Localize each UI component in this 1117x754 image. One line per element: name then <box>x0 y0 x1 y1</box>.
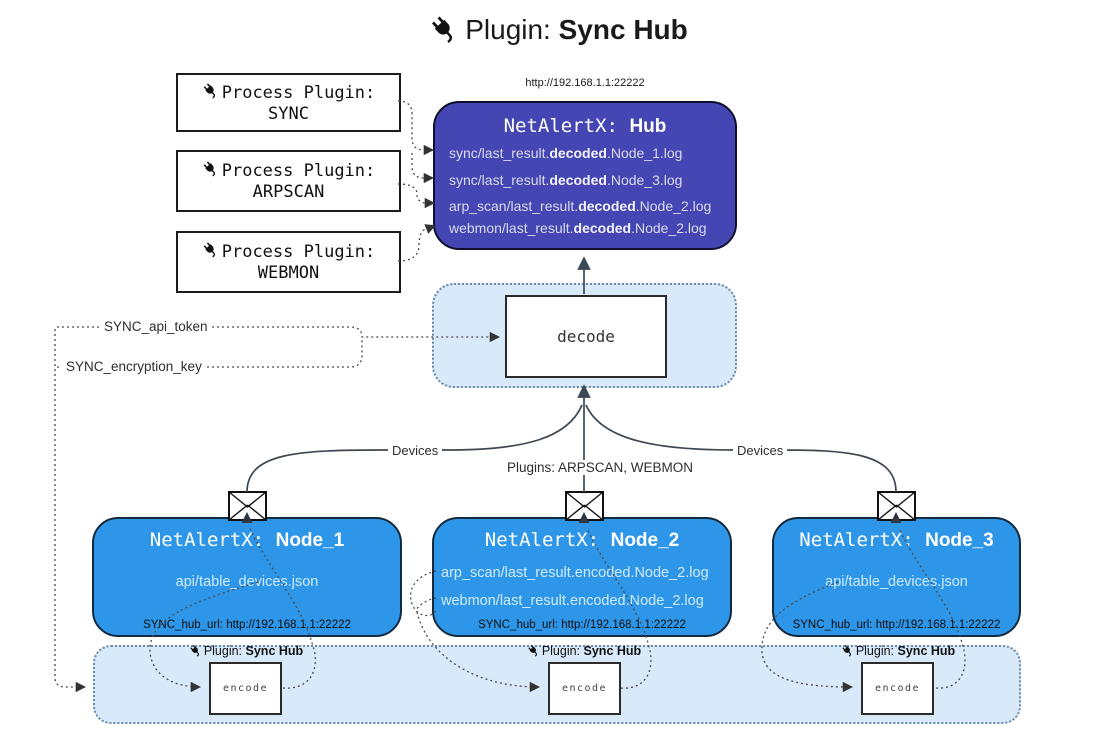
encode-box: encode <box>209 662 282 715</box>
band-plugin-label: Plugin: Sync Hub <box>818 644 978 660</box>
envelope-icon <box>565 491 604 521</box>
process-plugin-name: ARPSCAN <box>252 182 325 202</box>
envelope-icon <box>228 491 267 521</box>
hub-url-label: http://192.168.1.1:22222 <box>525 77 645 89</box>
node-title: NetAlertX: Node_2 <box>484 529 680 551</box>
plug-icon <box>429 14 459 51</box>
hub-log-line: webmon/last_result.decoded.Node_2.log <box>449 220 707 236</box>
node-file-line: webmon/last_result.encoded.Node_2.log <box>441 593 704 609</box>
process-plugin-label: Process Plugin: <box>221 161 376 181</box>
hub-log-line: arp_scan/last_result.decoded.Node_2.log <box>449 198 712 214</box>
process-plugin-label: Process Plugin: <box>221 82 376 103</box>
hub-log-line: sync/last_result.decoded.Node_3.log <box>449 172 683 188</box>
plug-icon <box>841 644 854 660</box>
process-plugin-name: WEBMON <box>257 263 320 283</box>
process-plugin-box-webmon: Process Plugin: WEBMON <box>176 231 401 293</box>
node-box-node2: NetAlertX: Node_2 arp_scan/last_result.e… <box>432 517 732 637</box>
encode-box: encode <box>861 662 934 715</box>
node-hub-url: SYNC_hub_url: http://192.168.1.1:22222 <box>792 619 1001 631</box>
plug-icon <box>527 644 540 660</box>
edge-label-devices-right: Devices <box>733 443 788 458</box>
process-plugin-label: Process Plugin: <box>221 242 376 262</box>
hub-title: NetAlertX: Hub <box>435 115 735 138</box>
plug-icon <box>189 644 202 660</box>
process-plugin-name: SYNC <box>268 103 309 124</box>
edge-label-plugins: Plugins: ARPSCAN, WEBMON <box>503 460 698 475</box>
plug-icon <box>202 241 219 263</box>
envelope-icon <box>877 491 916 521</box>
encode-box: encode <box>548 662 621 715</box>
node-box-node1: NetAlertX: Node_1 api/table_devices.json… <box>92 517 402 637</box>
plug-icon <box>202 82 219 104</box>
sync-api-token-label: SYNC_api_token <box>100 319 212 334</box>
process-plugin-box-sync: Process Plugin: SYNC <box>176 73 401 132</box>
node-title: NetAlertX: Node_3 <box>799 529 994 551</box>
hub-log-line: sync/last_result.decoded.Node_1.log <box>449 145 683 161</box>
process-plugin-box-arpscan: Process Plugin: ARPSCAN <box>176 150 401 212</box>
node-file-line: api/table_devices.json <box>175 574 319 590</box>
edge-label-devices-left: Devices <box>388 443 443 458</box>
title-name: Sync Hub <box>558 14 688 45</box>
node-hub-url: SYNC_hub_url: http://192.168.1.1:22222 <box>143 619 351 631</box>
node-box-node3: NetAlertX: Node_3 api/table_devices.json… <box>772 517 1021 637</box>
band-plugin-label: Plugin: Sync Hub <box>166 644 326 660</box>
hub-title-name: Hub <box>629 116 667 137</box>
hub-title-prefix: NetAlertX: <box>503 115 630 137</box>
band-plugin-label: Plugin: Sync Hub <box>504 644 664 660</box>
page-title: Plugin: Sync Hub <box>0 14 1117 51</box>
node-hub-url: SYNC_hub_url: http://192.168.1.1:22222 <box>478 619 686 631</box>
plug-icon <box>202 160 219 182</box>
node-file-line: arp_scan/last_result.encoded.Node_2.log <box>441 565 709 581</box>
hub-box: NetAlertX: Hub sync/last_result.decoded.… <box>433 101 737 250</box>
node-title: NetAlertX: Node_1 <box>149 529 345 551</box>
node-file-line: api/table_devices.json <box>825 574 968 590</box>
title-prefix: Plugin: <box>465 14 559 45</box>
decode-box: decode <box>505 295 667 378</box>
sync-encryption-key-label: SYNC_encryption_key <box>62 359 206 374</box>
